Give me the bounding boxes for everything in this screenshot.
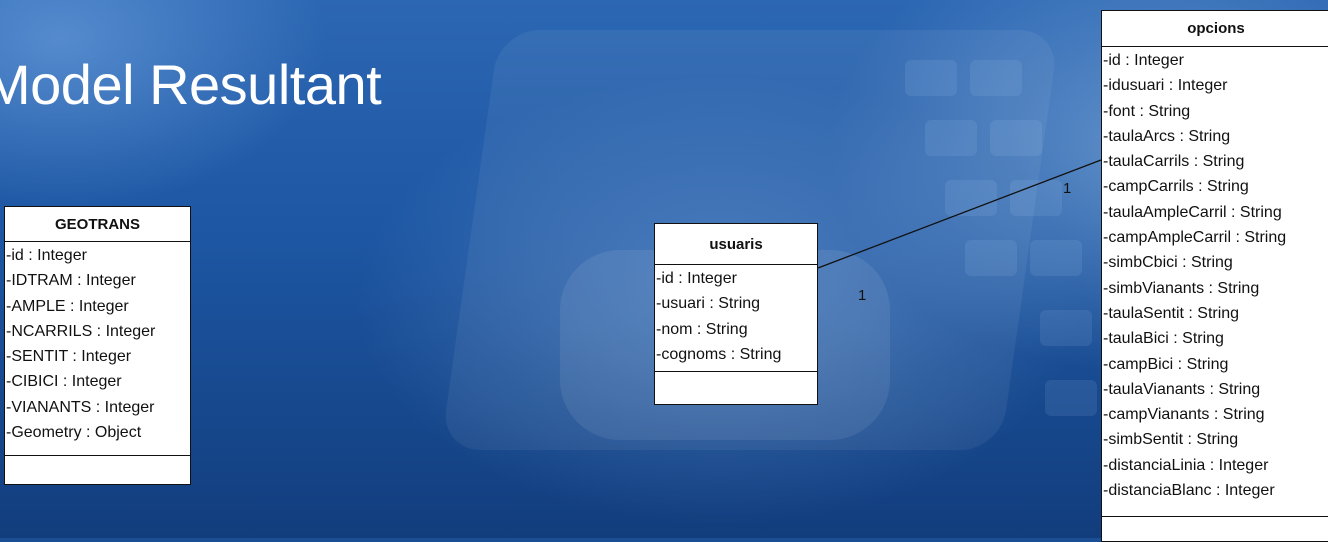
multiplicity-opcions: 1 <box>1063 180 1071 197</box>
background-key <box>970 60 1022 96</box>
attribute: -simbVianants : String <box>1102 276 1328 301</box>
class-attributes: -id : Integer -usuari : String -nom : St… <box>655 265 817 372</box>
attribute: -nom : String <box>655 317 817 342</box>
class-name: usuaris <box>655 224 817 265</box>
class-name: opcions <box>1102 11 1328 47</box>
attribute: -campAmpleCarril : String <box>1102 225 1328 250</box>
attribute: -font : String <box>1102 99 1328 124</box>
class-usuaris[interactable]: usuaris -id : Integer -usuari : String -… <box>654 223 818 405</box>
background-key <box>945 180 997 216</box>
background-key <box>925 120 977 156</box>
class-opcions[interactable]: opcions -id : Integer -idusuari : Intege… <box>1101 10 1328 542</box>
class-name: GEOTRANS <box>5 207 190 242</box>
attribute: -Geometry : Object <box>5 420 190 445</box>
attribute: -campVianants : String <box>1102 402 1328 427</box>
attribute: -taulaAmpleCarril : String <box>1102 200 1328 225</box>
attribute: -IDTRAM : Integer <box>5 268 190 293</box>
slide-title: Model Resultant <box>0 52 381 117</box>
multiplicity-usuaris: 1 <box>858 287 866 304</box>
attribute: -taulaVianants : String <box>1102 377 1328 402</box>
background-key <box>905 60 957 96</box>
attribute: -taulaArcs : String <box>1102 124 1328 149</box>
attribute: -taulaBici : String <box>1102 326 1328 351</box>
attribute: -campBici : String <box>1102 352 1328 377</box>
attribute: -CIBICI : Integer <box>5 369 190 394</box>
attribute: -id : Integer <box>5 243 190 268</box>
background-key <box>1040 310 1092 346</box>
background-key <box>1010 180 1062 216</box>
attribute: -VIANANTS : Integer <box>5 395 190 420</box>
attribute: -idusuari : Integer <box>1102 73 1328 98</box>
attribute: -distanciaBlanc : Integer <box>1102 478 1328 503</box>
attribute: -SENTIT : Integer <box>5 344 190 369</box>
background-key <box>990 120 1042 156</box>
background-key <box>1030 240 1082 276</box>
background-key <box>965 240 1017 276</box>
attribute: -AMPLE : Integer <box>5 294 190 319</box>
attribute: -NCARRILS : Integer <box>5 319 190 344</box>
attribute: -id : Integer <box>1102 48 1328 73</box>
attribute: -distanciaLinia : Integer <box>1102 453 1328 478</box>
attribute: -usuari : String <box>655 291 817 316</box>
attribute: -cognoms : String <box>655 342 817 367</box>
attribute: -taulaCarrils : String <box>1102 149 1328 174</box>
attribute: -taulaSentit : String <box>1102 301 1328 326</box>
background-key <box>1045 380 1097 416</box>
class-attributes: -id : Integer -IDTRAM : Integer -AMPLE :… <box>5 242 190 456</box>
class-geotrans[interactable]: GEOTRANS -id : Integer -IDTRAM : Integer… <box>4 206 191 485</box>
attribute: -id : Integer <box>655 266 817 291</box>
attribute: -simbCbici : String <box>1102 250 1328 275</box>
attribute: -campCarrils : String <box>1102 174 1328 199</box>
class-attributes: -id : Integer -idusuari : Integer -font … <box>1102 47 1328 517</box>
attribute: -simbSentit : String <box>1102 427 1328 452</box>
